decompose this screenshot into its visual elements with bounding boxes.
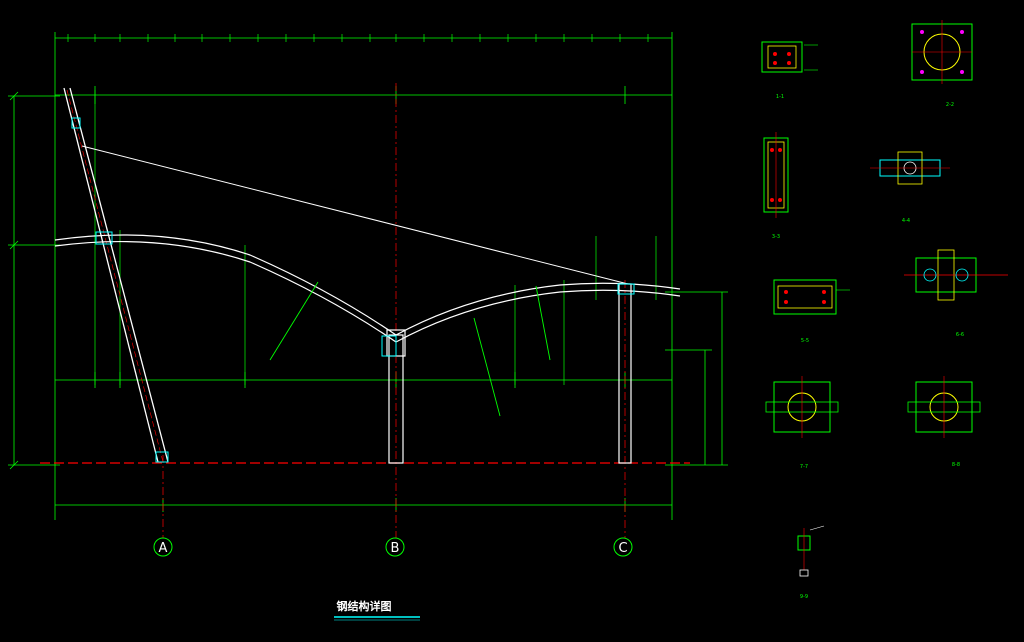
tension-cable [81, 145, 629, 285]
detail-label-6: 6-6 [956, 332, 964, 338]
detail-label-1: 1-1 [776, 94, 784, 100]
section-detail-1: 1-1 [761, 41, 818, 100]
axis-grid-lines [162, 83, 626, 538]
vertical-reference-lines [94, 90, 657, 385]
left-vertical-dimensions [8, 91, 60, 470]
section-detail-3: 3-3 [763, 132, 789, 240]
axis-bubble-c: C [613, 537, 633, 557]
detail-label-5: 5-5 [801, 338, 809, 344]
detail-label-9: 9-9 [800, 594, 808, 600]
section-detail-8: 8-8 [907, 376, 981, 468]
section-detail-4: 4-4 [870, 151, 950, 224]
axis-bubble-b: B [385, 537, 405, 557]
inclined-mast [63, 87, 169, 463]
detail-label-4: 4-4 [902, 218, 910, 224]
right-vertical-dimensions [665, 291, 728, 466]
upper-dimension-line [55, 86, 672, 104]
detail-label-3: 3-3 [772, 234, 780, 240]
section-detail-7: 7-7 [765, 376, 839, 470]
annotation-leaders [269, 281, 551, 417]
detail-label-8: 8-8 [952, 462, 960, 468]
axis-bubble-a: A [153, 537, 173, 557]
axis-label-b: B [391, 541, 400, 556]
section-detail-5: 5-5 [773, 279, 850, 344]
drawing-title: 钢结构详图 [337, 599, 392, 613]
axis-label-a: A [159, 541, 168, 556]
roof-beam-right [395, 282, 681, 343]
section-detail-9: 9-9 [797, 525, 825, 600]
drawing-title-block: 钢结构详图 [334, 599, 420, 621]
section-details: 1-1 2-2 3-3 4-4 [761, 20, 1008, 600]
section-detail-6: 6-6 [904, 249, 1008, 338]
roof-beam-left [54, 234, 397, 343]
section-detail-2: 2-2 [911, 20, 973, 108]
top-dimension-chain [54, 32, 673, 520]
detail-label-7: 7-7 [800, 464, 808, 470]
bottom-dimension-line [55, 498, 672, 512]
axis-label-c: C [618, 541, 627, 556]
main-elevation: A B C 钢结构详图 [8, 32, 728, 621]
connection-nodes [71, 117, 635, 463]
detail-label-2: 2-2 [946, 102, 954, 108]
